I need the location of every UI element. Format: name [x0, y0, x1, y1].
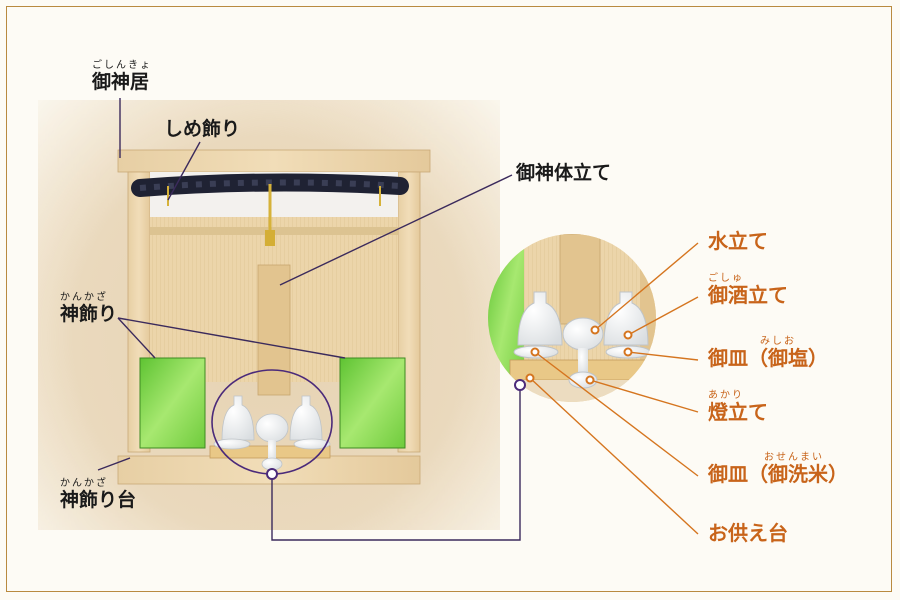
shimekazari-rope [131, 173, 409, 246]
connector-dot-start [266, 468, 278, 480]
dark-leader-lines [97, 98, 521, 541]
label-osonaedai: お供え台 [708, 521, 788, 545]
label-shimekazari: しめ飾り [164, 118, 241, 140]
label-mizutate: 水立て [708, 229, 768, 253]
label-gosara-shio: みしお 御皿（御塩） [708, 336, 828, 370]
label-goshutate: ごしゅ 御酒立て [708, 273, 788, 307]
orange-leader-dots [525, 325, 633, 385]
orange-leader-lines [529, 242, 699, 535]
kankazari-left-panel [139, 357, 206, 449]
page-frame [6, 6, 892, 592]
label-kankazaridai: かんかざ 神飾り台 [60, 478, 137, 511]
offering-vessels [213, 395, 331, 471]
label-goshintaitate: 御神体立て [516, 162, 612, 184]
label-gosara-senmai: おせんまい 御皿（御洗米） [708, 452, 848, 486]
label-kankazari: かんかざ 神飾り [60, 292, 118, 325]
magnified-offering-circle [488, 234, 656, 402]
kankazari-right-panel [339, 357, 406, 449]
label-goshinkyo: ごしんきょ 御神居 [92, 60, 152, 93]
label-akaritate: あかり 燈立て [708, 390, 768, 424]
connector-dot-end [514, 379, 526, 391]
